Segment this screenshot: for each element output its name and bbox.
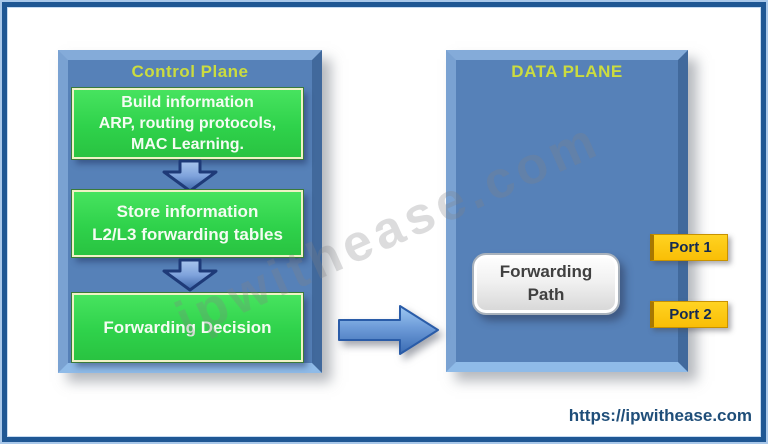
down-arrow-icon: [162, 159, 218, 193]
port-1-tag: Port 1: [650, 234, 728, 261]
down-arrow-icon: [162, 258, 218, 292]
step-line: MAC Learning.: [131, 136, 244, 154]
control-plane-title: Control Plane: [131, 62, 249, 81]
forwarding-path-box: Forwarding Path: [472, 253, 620, 315]
step-forwarding-decision: Forwarding Decision: [72, 293, 303, 362]
footer-url: https://ipwithease.com: [568, 406, 752, 425]
step-line: Build information: [121, 93, 254, 111]
step-line: ARP, routing protocols,: [98, 114, 277, 132]
step-line: L2/L3 forwarding tables: [92, 224, 283, 244]
step-build-information: Build information ARP, routing protocols…: [72, 88, 303, 159]
data-plane-title: DATA PLANE: [511, 62, 623, 81]
right-arrow-icon: [338, 305, 439, 355]
data-plane-panel: DATA PLANE Forwarding Path Port 1 Port 2: [446, 50, 728, 372]
forwarding-path-line: Path: [527, 285, 565, 304]
step-line: Forwarding Decision: [103, 317, 272, 337]
step-store-information: Store information L2/L3 forwarding table…: [72, 190, 303, 257]
port-2-tag: Port 2: [650, 301, 728, 328]
step-line: Store information: [116, 201, 259, 221]
forwarding-path-line: Forwarding: [499, 262, 593, 282]
control-plane-panel: Control Plane Build information ARP, rou…: [58, 50, 322, 373]
